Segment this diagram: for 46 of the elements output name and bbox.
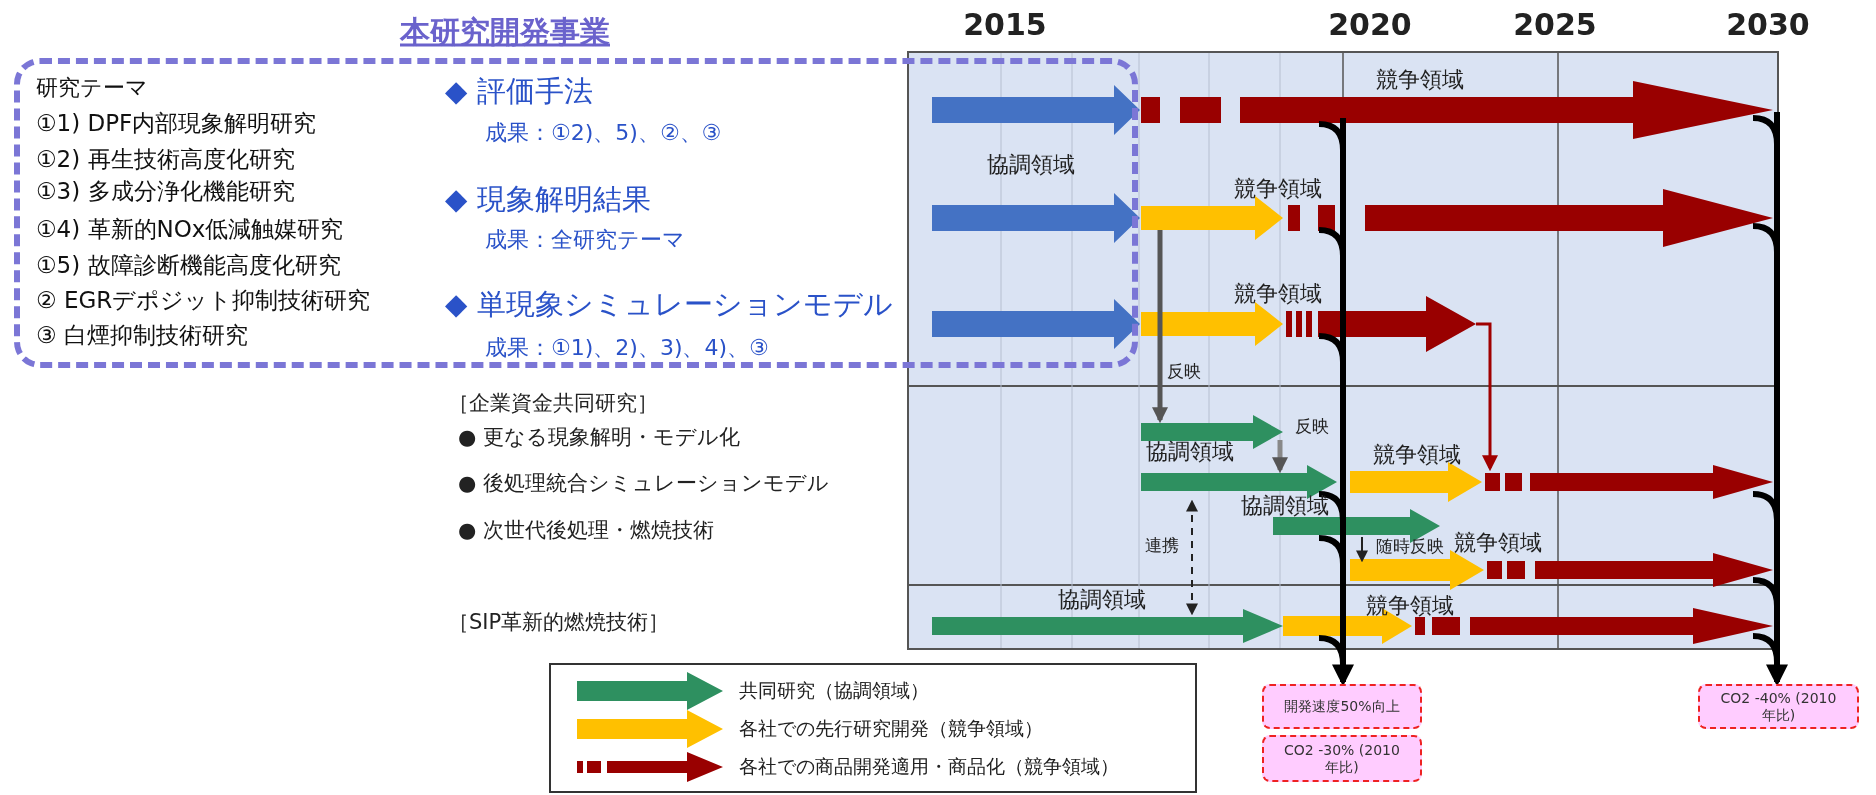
arrow-label: 反映 bbox=[1295, 414, 1329, 438]
bracket-arrow bbox=[1316, 115, 1354, 687]
bullet-item: ● 更なる現象解明・モデル化 bbox=[458, 424, 740, 451]
phase-label: 競争領域 bbox=[1366, 592, 1454, 620]
phase-label: 競争領域 bbox=[1234, 175, 1322, 203]
phase-label: 競争領域 bbox=[1373, 441, 1461, 469]
bullet-item: ● 次世代後処理・燃焼技術 bbox=[458, 517, 714, 544]
target-box: 開発速度50%向上 bbox=[1262, 684, 1422, 729]
section-heading: ［SIP革新的燃焼技術］ bbox=[448, 609, 670, 636]
year-label: 2020 bbox=[1328, 6, 1412, 42]
phase-label: 協調領域 bbox=[987, 151, 1075, 179]
result-heading: ◆ 単現象シミュレーションモデル bbox=[445, 286, 893, 323]
arrow-label: 随時反映 bbox=[1376, 534, 1444, 558]
list-item: ①2) 再生技術高度化研究 bbox=[36, 144, 295, 174]
year-label: 2025 bbox=[1513, 6, 1597, 42]
result-heading: ◆ 現象解明結果 bbox=[445, 181, 651, 218]
list-item: ③ 白煙抑制技術研究 bbox=[36, 320, 248, 350]
phase-label: 競争領域 bbox=[1454, 529, 1542, 557]
year-label: 2030 bbox=[1726, 6, 1810, 42]
list-item: ①5) 故障診断機能高度化研究 bbox=[36, 250, 341, 280]
list-heading: 研究テーマ bbox=[36, 74, 148, 102]
result-text: 成果：①1)、2)、3)、4)、③ bbox=[485, 334, 769, 362]
list-item: ② EGRデポジット抑制技術研究 bbox=[36, 285, 371, 315]
target-box: CO2 -40% (2010年比) bbox=[1698, 684, 1859, 729]
phase-label: 協調領域 bbox=[1241, 492, 1329, 520]
section-heading: ［企業資金共同研究］ bbox=[448, 390, 658, 417]
arrow-label: 連携 bbox=[1145, 533, 1179, 557]
phase-label: 協調領域 bbox=[1146, 438, 1234, 466]
legend-text: 共同研究（協調領域） bbox=[739, 678, 929, 703]
bracket-arrow bbox=[1750, 109, 1788, 687]
list-item: ①1) DPF内部現象解明研究 bbox=[36, 108, 317, 138]
year-label: 2015 bbox=[963, 6, 1047, 42]
target-box: CO2 -30% (2010年比) bbox=[1262, 735, 1422, 782]
phase-label: 競争領域 bbox=[1234, 280, 1322, 308]
list-item: ①4) 革新的NOx低減触媒研究 bbox=[36, 214, 344, 244]
list-item: ①3) 多成分浄化機能研究 bbox=[36, 176, 295, 206]
phase-label: 競争領域 bbox=[1376, 66, 1464, 94]
arrow-label: 反映 bbox=[1167, 359, 1201, 383]
legend-text: 各社での先行研究開発（競争領域） bbox=[739, 716, 1043, 741]
result-heading: ◆ 評価手法 bbox=[445, 73, 593, 110]
heading: 本研究開発事業 bbox=[400, 12, 610, 51]
phase-label: 協調領域 bbox=[1058, 586, 1146, 614]
bullet-item: ● 後処理統合シミュレーションモデル bbox=[458, 470, 829, 497]
legend-text: 各社での商品開発適用・商品化（競争領域） bbox=[739, 754, 1119, 779]
result-text: 成果：①2)、5)、②、③ bbox=[485, 119, 722, 147]
result-text: 成果：全研究テーマ bbox=[485, 226, 685, 254]
